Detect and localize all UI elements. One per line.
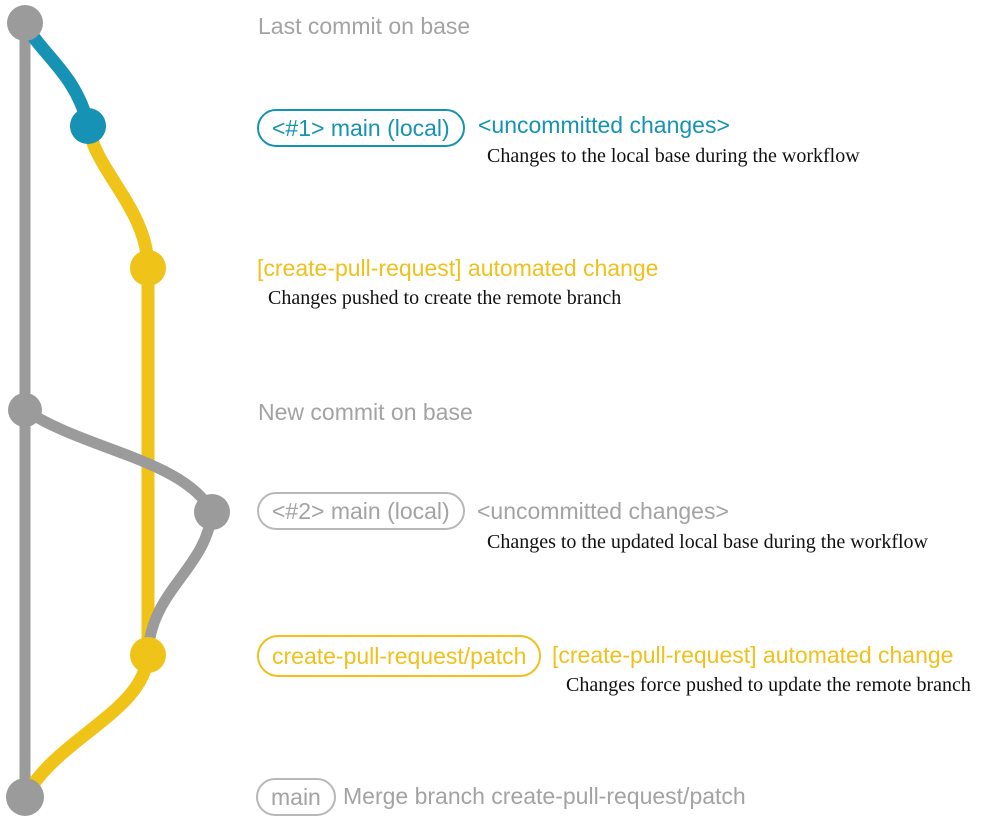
local-main-branch-curve: [18, 18, 95, 131]
description-push-create-branch: Changes pushed to create the remote bran…: [268, 287, 622, 309]
patch-branch-curve-top: [81, 119, 155, 275]
branch-pill-main-local-1: <#1> main (local): [257, 109, 465, 147]
commit-dot-new-base: [8, 393, 42, 427]
uncommitted-changes-status-1: <uncommitted changes>: [478, 112, 730, 138]
new-commit-annotation: New commit on base: [258, 399, 473, 425]
merge-curve: [18, 648, 155, 804]
rebase-curve-out: [19, 404, 218, 518]
commit-message-automated-2: [create-pull-request] automated change: [552, 642, 954, 668]
commit-dot-automated-2: [130, 637, 166, 673]
rebase-curve-in: [142, 506, 218, 661]
commit-dot-merge: [6, 778, 44, 816]
uncommitted-changes-status-2: <uncommitted changes>: [477, 498, 729, 524]
branch-pill-patch: create-pull-request/patch: [257, 635, 542, 677]
branch-pill-main: main: [256, 778, 336, 816]
description-force-push-update-branch: Changes force pushed to update the remot…: [566, 674, 971, 696]
commit-dot-main-local-2: [194, 494, 230, 530]
description-updated-local-base-changes: Changes to the updated local base during…: [487, 531, 928, 553]
commit-dot-main-local-1: [70, 108, 106, 144]
commit-message-merge: Merge branch create-pull-request/patch: [343, 783, 746, 809]
commit-message-automated-1: [create-pull-request] automated change: [257, 255, 659, 281]
commit-dot-last-base: [7, 5, 43, 41]
branch-pill-main-local-2: <#2> main (local): [257, 492, 465, 530]
commit-dot-automated-1: [130, 250, 166, 286]
last-commit-annotation: Last commit on base: [258, 13, 471, 39]
description-local-base-changes: Changes to the local base during the wor…: [487, 145, 860, 167]
